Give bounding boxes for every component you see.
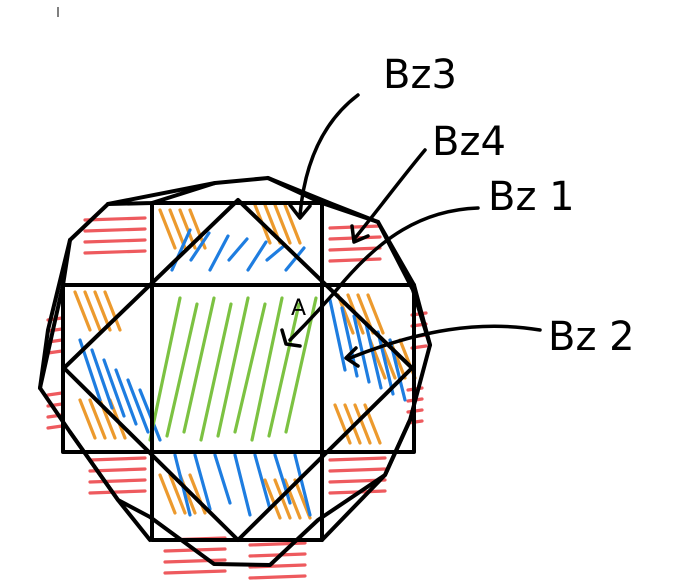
bz3-hatch-line	[158, 208, 177, 250]
bz4-hatch-line	[328, 456, 387, 462]
bz4-hatch-line	[83, 216, 147, 222]
bz2-hatch-line	[102, 358, 126, 418]
bz2-hatch-line	[213, 453, 232, 505]
arrow-bz4	[353, 148, 427, 240]
bz2-hatch-line	[253, 453, 272, 511]
bz1-square	[150, 283, 324, 454]
bz1-hatch-line	[148, 296, 182, 442]
bz4-hatch-line	[83, 238, 147, 244]
bz1-hatch-line	[267, 302, 301, 438]
label-bz2: Bz 2	[548, 314, 635, 360]
bz1-hatch-line	[250, 296, 284, 442]
edge-top-right	[266, 176, 380, 224]
bz4-hatch-line	[328, 257, 382, 263]
arrow-bz3-head	[288, 203, 312, 220]
bz3-hatch-line	[283, 203, 302, 245]
bz1-hatch-line	[182, 296, 216, 434]
bz4-hatch-line	[163, 569, 227, 575]
bz2-hatch-line	[293, 453, 312, 517]
arrow-bz2	[348, 324, 542, 360]
bz4-hatch-line	[46, 424, 64, 430]
bz2-hatch-line	[233, 453, 252, 517]
bz2-hatch-line	[227, 237, 249, 262]
label-point-a: A	[291, 296, 306, 321]
bz3-hatch-line	[273, 478, 292, 520]
bz1-hatch-line	[165, 302, 199, 438]
bz4-hatch-line	[163, 558, 227, 564]
label-bz3: Bz3	[383, 52, 457, 98]
edge-bottom-right	[320, 418, 412, 542]
bz1-bz2-diamond	[62, 198, 414, 542]
bz2-hatch-line	[193, 453, 212, 511]
inner-square-vertical	[150, 201, 324, 542]
bz2-hatch-line	[376, 330, 395, 396]
bz4-hatch-line	[248, 541, 307, 547]
bz3-hatch-line	[168, 473, 187, 515]
arrow-bz2-head	[344, 346, 360, 368]
bz3-hatch-line	[168, 208, 187, 250]
bz4-hatch-line	[46, 349, 64, 355]
arrow-bz1	[288, 206, 480, 342]
bz2-hatch-line	[273, 453, 292, 505]
bz2-hatch-line	[352, 314, 371, 384]
bz3-hatch-line	[103, 290, 122, 332]
bz3-hatch-line	[78, 398, 97, 440]
edge-right-upper	[376, 220, 432, 347]
bz2-hatch-line	[208, 234, 230, 272]
arrow-bz4-head	[350, 224, 370, 244]
bz2-hatch-line	[189, 231, 211, 262]
bz2-hatch-line	[114, 368, 138, 426]
bz4-hatch-line	[248, 574, 307, 580]
edge-bottom-left	[68, 430, 152, 542]
edge-top	[106, 181, 217, 206]
zone-outlines	[38, 176, 432, 567]
bz4-hatch-line	[328, 467, 387, 473]
bz4-hatching	[46, 216, 428, 580]
bz2-hatch-line	[265, 243, 287, 262]
bz1-hatch-line	[199, 302, 233, 442]
bz2-hatch-line	[90, 348, 114, 410]
bz4-hatch-line	[248, 552, 307, 558]
label-bz1: Bz 1	[488, 174, 575, 220]
bz3-hatch-line	[293, 478, 312, 520]
bz1-hatch-line	[233, 302, 267, 434]
bz3-hatch-line	[83, 290, 102, 332]
bz4-hatch-line	[83, 227, 147, 233]
bz4-hatch-line	[328, 224, 382, 230]
bz3-hatch-line	[283, 478, 302, 520]
bz3-hatch-line	[366, 293, 385, 335]
bz3-hatch-line	[88, 398, 107, 440]
bz4-hatch-line	[88, 478, 147, 484]
bz4-hatch-line	[88, 489, 147, 495]
bz3-hatch-line	[73, 290, 92, 332]
bz4-hatch-line	[83, 249, 147, 255]
bz4-hatch-line	[88, 456, 147, 462]
bz1-hatch-line	[216, 296, 250, 438]
bz2-hatch-line	[328, 298, 347, 372]
bz3-hatch-line	[353, 403, 372, 445]
bz4-hatch-line	[328, 246, 382, 252]
bz3-hatch-line	[343, 403, 362, 445]
bz3-hatch-line	[158, 473, 177, 515]
arrow-bz3	[298, 93, 360, 217]
bz3-hatch-line	[263, 478, 282, 520]
bz3-hatch-line	[333, 403, 352, 445]
edge-left-upper	[38, 238, 72, 390]
bz2-hatch-line	[284, 246, 306, 272]
label-bz4: Bz4	[432, 119, 506, 165]
bz3-hatch-line	[273, 203, 292, 245]
bz4-hatch-line	[46, 391, 64, 397]
bz2-hatching	[78, 228, 407, 517]
bz2-hatch-line	[364, 322, 383, 390]
bz1-hatching	[148, 296, 318, 442]
arrow-bz1-head	[280, 328, 302, 348]
bz2-hatch-line	[246, 240, 268, 272]
bz2-hatch-line	[126, 378, 150, 434]
